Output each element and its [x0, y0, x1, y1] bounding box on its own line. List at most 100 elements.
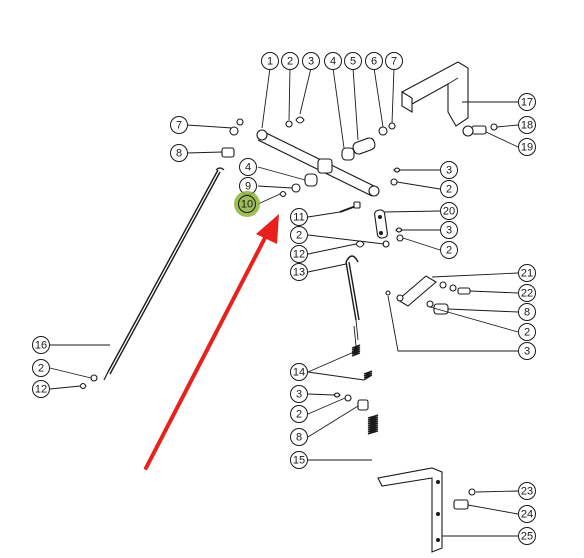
- callout-circle: [518, 342, 536, 360]
- callout-circle: [518, 482, 536, 500]
- callout-number: 1: [267, 56, 273, 68]
- main-lever-arm: [256, 129, 380, 197]
- callout-6: 6: [365, 52, 383, 70]
- callout-number: 2: [38, 363, 44, 375]
- l-bracket-25: [377, 467, 443, 553]
- callout-number: 20: [443, 206, 455, 218]
- callout-circle: [365, 52, 383, 70]
- bushing-4-9: [279, 173, 318, 198]
- callout-number: 8: [296, 432, 302, 444]
- callout-number: 13: [293, 267, 305, 279]
- callout-number: 11: [293, 212, 304, 224]
- callout-8: 8: [518, 303, 536, 321]
- callout-25: 25: [518, 527, 536, 545]
- rod-end-fasteners: [79, 374, 98, 390]
- callout-12: 12: [290, 245, 308, 263]
- callout-circle: [440, 221, 458, 239]
- lever-21: [385, 275, 471, 315]
- callout-circle: [32, 336, 50, 354]
- callout-1: 1: [261, 52, 279, 70]
- highlight-ring: [234, 191, 260, 217]
- callout-3: 3: [440, 161, 458, 179]
- callout-circle: [239, 158, 257, 176]
- callout-20: 20: [440, 202, 458, 220]
- callout-7: 7: [385, 52, 403, 70]
- long-spring-15: [367, 414, 379, 435]
- callout-number: 3: [308, 56, 314, 68]
- callout-circle: [32, 380, 50, 398]
- callout-number: 22: [521, 288, 533, 300]
- callout-19: 19: [518, 138, 536, 156]
- callout-circle: [440, 161, 458, 179]
- callout-circle: [281, 52, 299, 70]
- callout-number: 2: [446, 184, 452, 196]
- callout-number: 4: [245, 162, 251, 174]
- callout-circle: [170, 144, 188, 162]
- red-pointer-arrow: [144, 214, 279, 470]
- callout-number: 8: [524, 307, 530, 319]
- callout-3: 3: [440, 221, 458, 239]
- callout-5: 5: [344, 52, 362, 70]
- callout-circle: [238, 195, 256, 213]
- callout-circle: [324, 52, 342, 70]
- callout-number: 18: [521, 120, 533, 132]
- callout-circle: [440, 180, 458, 198]
- screw-11: [339, 201, 361, 213]
- callout-circle: [518, 303, 536, 321]
- callout-24: 24: [518, 505, 536, 523]
- callout-circle: [440, 241, 458, 259]
- callout-circle: [518, 505, 536, 523]
- callout-4: 4: [239, 158, 257, 176]
- callout-number: 12: [35, 384, 47, 396]
- callout-circle: [32, 359, 50, 377]
- callout-circle: [290, 428, 308, 446]
- callout-13: 13: [290, 263, 308, 281]
- callout-number: 5: [350, 56, 356, 68]
- callout-circle: [290, 263, 308, 281]
- callout-2: 2: [290, 405, 308, 423]
- callout-number: 19: [521, 142, 533, 154]
- callout-17: 17: [518, 93, 536, 111]
- callout-number: 14: [293, 367, 305, 379]
- callout-15: 15: [290, 451, 308, 469]
- callout-12: 12: [32, 380, 50, 398]
- callout-number: 4: [330, 56, 336, 68]
- callout-number: 23: [521, 486, 533, 498]
- callout-3: 3: [290, 385, 308, 403]
- callout-8: 8: [290, 428, 308, 446]
- callout-number: 16: [35, 340, 47, 352]
- screw-24: [453, 488, 476, 510]
- callout-8: 8: [170, 144, 188, 162]
- callout-circle: [518, 264, 536, 282]
- leader-lines: [49, 67, 519, 537]
- callout-7: 7: [170, 116, 188, 134]
- vertical-rod-13: [345, 255, 360, 341]
- callout-2: 2: [32, 359, 50, 377]
- callout-number: 24: [521, 509, 533, 521]
- lower-fasteners: [333, 392, 369, 411]
- callout-23: 23: [518, 482, 536, 500]
- callout-number: 3: [446, 165, 452, 177]
- callout-number: 2: [296, 230, 302, 242]
- callout-18: 18: [518, 116, 536, 134]
- callout-4: 4: [324, 52, 342, 70]
- callout-circle: [290, 363, 308, 381]
- callout-22: 22: [518, 284, 536, 302]
- callout-circle: [344, 52, 362, 70]
- callout-2: 2: [440, 241, 458, 259]
- split-pin-12: [355, 240, 365, 248]
- callout-2: 2: [518, 323, 536, 341]
- callout-circle: [440, 202, 458, 220]
- callout-number: 2: [446, 245, 452, 257]
- callout-number: 3: [446, 225, 452, 237]
- callout-circle: [170, 116, 188, 134]
- callout-circle: [518, 323, 536, 341]
- callout-number: 21: [521, 268, 533, 280]
- callout-circle: [518, 93, 536, 111]
- callout-circle: [290, 405, 308, 423]
- callout-circle: [518, 116, 536, 134]
- callout-circle: [302, 52, 320, 70]
- callout-circle: [290, 208, 308, 226]
- callout-number: 7: [176, 120, 182, 132]
